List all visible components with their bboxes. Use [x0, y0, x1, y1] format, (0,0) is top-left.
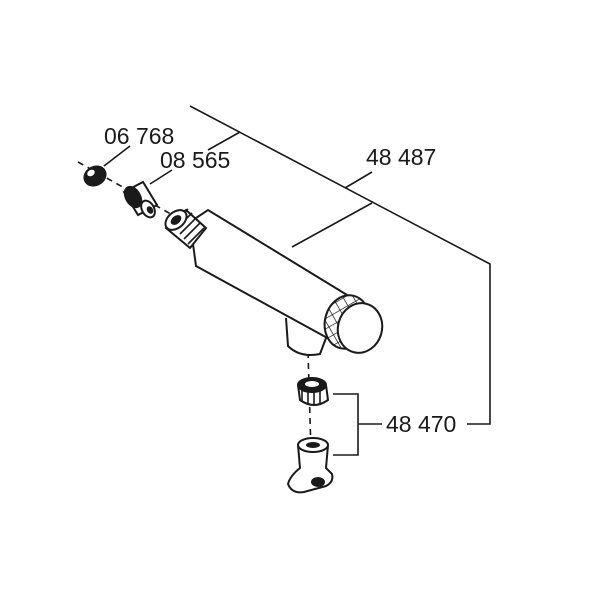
leader-06768 — [103, 145, 131, 167]
label-48470: 48 470 — [386, 411, 456, 437]
leader-08565 — [149, 169, 173, 185]
label-06768: 06 768 — [104, 123, 174, 149]
leader-48470-bracket — [333, 393, 359, 456]
part-cap-06768 — [83, 165, 107, 187]
axis-dashed-vertical — [307, 351, 312, 453]
label-48487: 48 487 — [366, 144, 436, 170]
part-sleeve-08565 — [122, 180, 159, 219]
leader-48487-bracket — [189, 105, 491, 425]
leader-48487-to-body — [291, 202, 373, 248]
label-08565: 08 565 — [160, 147, 230, 173]
part-connector-set-48470 — [286, 377, 334, 494]
leader-08565-bracket — [207, 131, 241, 151]
leader-48487-to-label — [344, 171, 373, 189]
part-valve-body-48487 — [164, 208, 384, 356]
nut-ridges — [301, 390, 321, 405]
